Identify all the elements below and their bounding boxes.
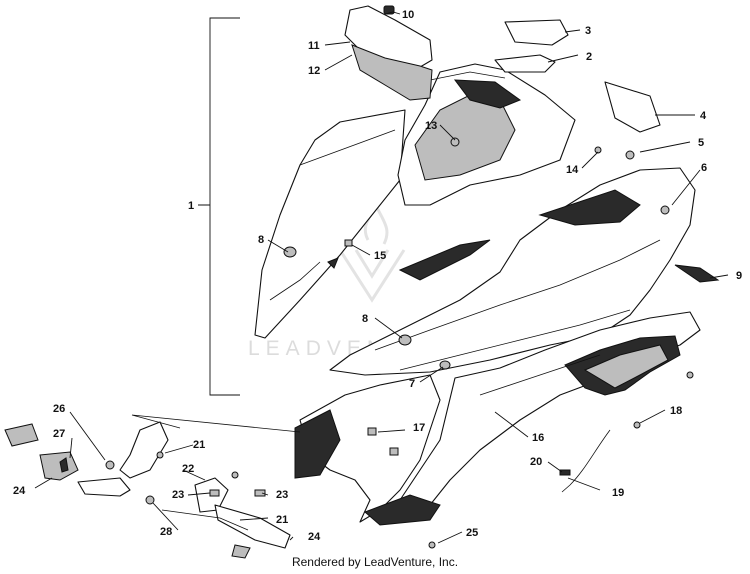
main-hood	[329, 167, 696, 376]
fastener-part-13	[450, 137, 460, 147]
callout-7: 7	[409, 378, 415, 390]
trim-strip-part-9	[674, 264, 720, 283]
callout-3: 3	[585, 25, 591, 37]
callout-15: 15	[374, 250, 386, 262]
callout-23-right: 23	[276, 489, 288, 501]
callout-23-left: 23	[172, 489, 184, 501]
grommet-part-8	[283, 246, 297, 258]
left-side-panel	[254, 109, 406, 339]
fastener-part-18	[633, 421, 641, 429]
decal-part-26	[4, 423, 39, 447]
callout-21-bottom: 21	[276, 514, 288, 526]
lower-front-panel	[294, 374, 441, 526]
callout-5: 5	[698, 137, 704, 149]
callout-24-right: 24	[308, 531, 321, 543]
callout-10: 10	[402, 9, 414, 21]
grommet-part-8	[398, 334, 412, 346]
callout-11: 11	[308, 40, 320, 52]
fastener-part-25	[428, 541, 436, 549]
callout-21-top: 21	[193, 439, 205, 451]
callout-24-left: 24	[13, 485, 26, 497]
callout-2: 2	[586, 51, 592, 63]
assembly-bracket	[198, 17, 240, 396]
callout-17: 17	[413, 422, 425, 434]
deflector-part-4	[604, 81, 661, 133]
callout-26: 26	[53, 403, 65, 415]
gauge-pod	[344, 5, 433, 101]
mount-guide-lines	[131, 414, 301, 433]
grommet-part-6	[660, 205, 670, 215]
cable-part-19	[561, 429, 611, 493]
clip-part-17	[389, 447, 399, 456]
callout-22: 22	[182, 463, 194, 475]
callout-1: 1	[188, 200, 194, 212]
callout-20: 20	[530, 456, 542, 468]
grommet-part-5	[625, 150, 635, 160]
callout-25: 25	[466, 527, 478, 539]
callout-6: 6	[701, 162, 707, 174]
callout-8-top: 8	[258, 234, 264, 246]
deflector-part-2	[494, 54, 556, 73]
clip-part-17	[367, 427, 377, 436]
callout-16: 16	[532, 432, 544, 444]
render-credit: Rendered by LeadVenture, Inc.	[291, 555, 459, 569]
callout-14: 14	[566, 164, 579, 176]
screw-part-14	[594, 146, 602, 154]
callout-19: 19	[612, 487, 624, 499]
mounting-bracket-assembly	[39, 421, 291, 559]
callout-8-bottom: 8	[362, 313, 368, 325]
fastener-part-18	[686, 371, 694, 379]
leader-lines	[34, 11, 729, 544]
callout-9: 9	[736, 270, 742, 282]
callout-18: 18	[670, 405, 682, 417]
callout-13: 13	[425, 120, 437, 132]
callout-28: 28	[160, 526, 172, 538]
callout-4: 4	[700, 110, 707, 122]
callout-12: 12	[308, 65, 320, 77]
deflector-part-3	[504, 19, 569, 46]
windshield	[397, 63, 576, 206]
callout-27: 27	[53, 428, 65, 440]
cable-tie-part-20	[559, 469, 571, 476]
clip-part-15	[344, 239, 353, 247]
